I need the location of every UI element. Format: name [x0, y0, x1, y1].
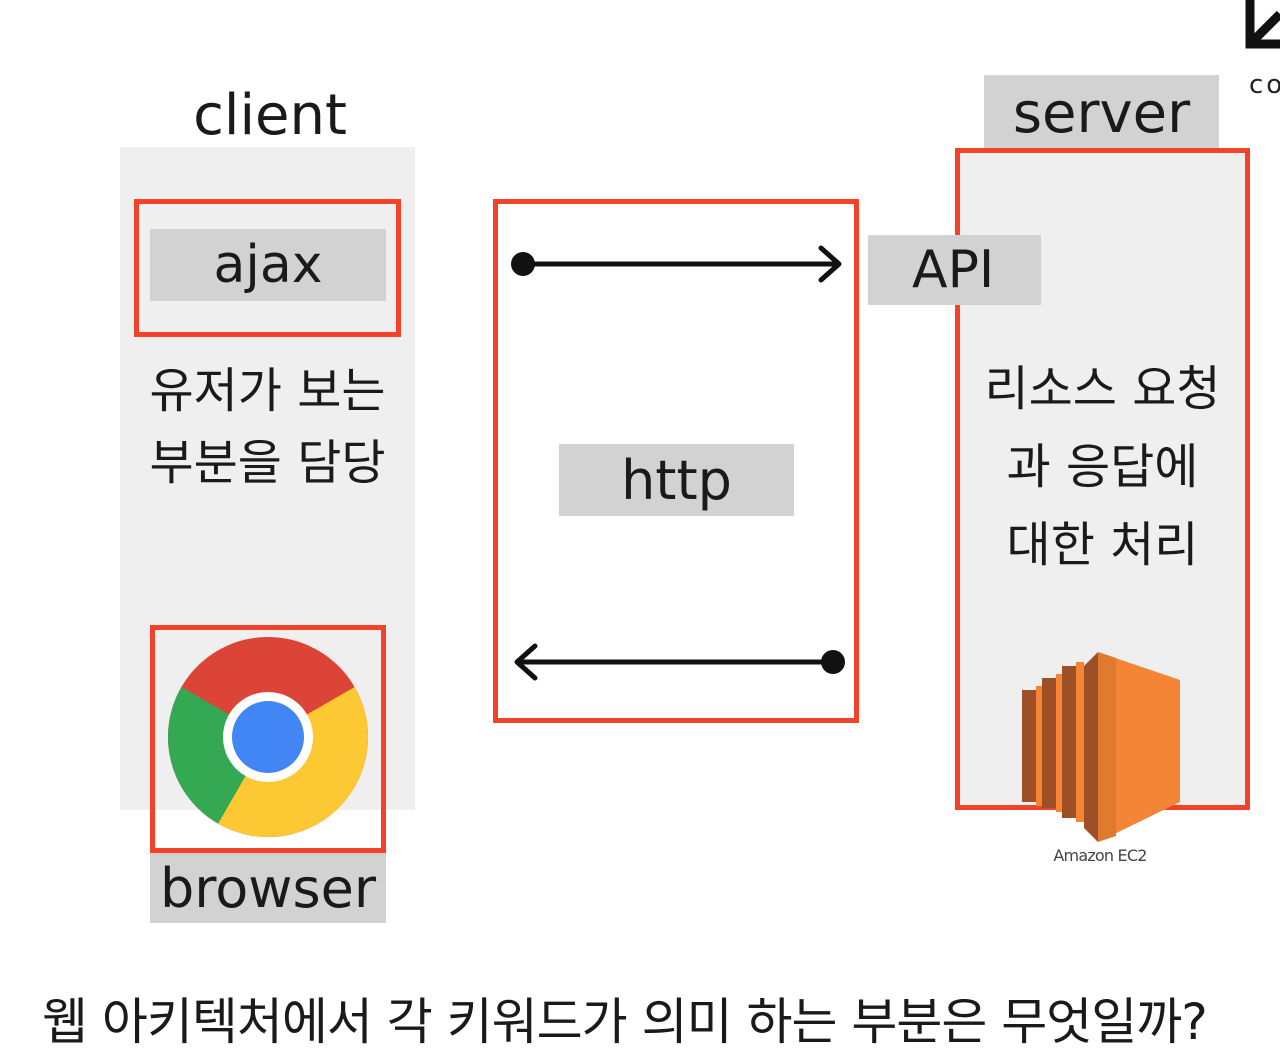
browser-label: browser — [150, 853, 386, 923]
browser-highlight-box — [150, 625, 386, 853]
ajax-highlight-box — [134, 199, 401, 337]
http-highlight-box — [493, 199, 859, 723]
arrow-left-icon — [514, 643, 845, 681]
server-description: 리소스 요청 과 응답에 대한 처리 — [984, 361, 1221, 573]
logo-icon — [1245, 0, 1280, 49]
ec2-caption: Amazon EC2 — [1053, 846, 1147, 865]
client-title: client — [193, 82, 347, 148]
api-label: API — [868, 235, 1041, 305]
arrow-right-icon — [511, 245, 842, 283]
question-caption: 웹 아키텍처에서 각 키워드가 의미 하는 부분은 무엇일까? — [42, 993, 1208, 1051]
ajax-label: ajax — [150, 229, 386, 301]
server-label: server — [984, 75, 1219, 151]
corner-text: co — [1249, 70, 1280, 100]
client-description: 유저가 보는 부분을 담당 — [149, 363, 386, 491]
chrome-icon — [168, 637, 368, 837]
http-label: http — [559, 444, 794, 516]
amazon-ec2-icon — [1022, 652, 1180, 842]
